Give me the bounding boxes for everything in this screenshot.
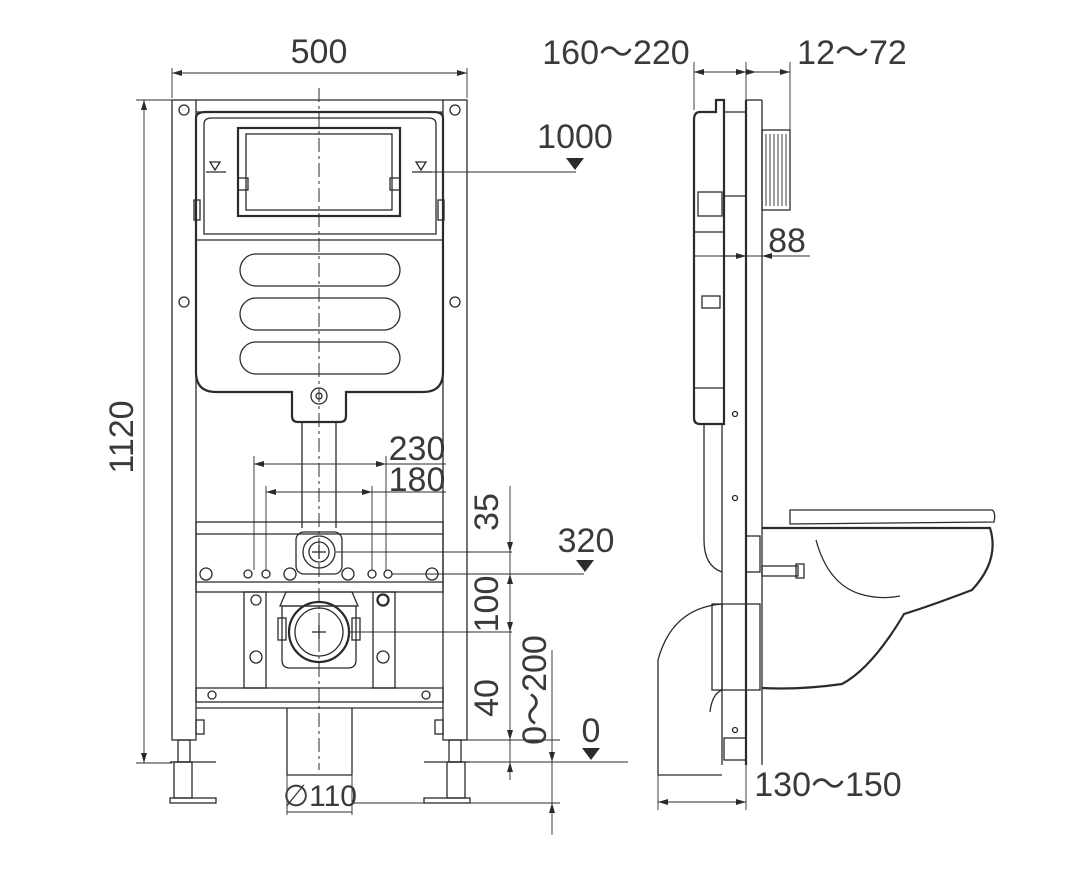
inlet-connector bbox=[745, 535, 805, 579]
dim-drain-diameter: ∅110 bbox=[283, 775, 357, 815]
side-view: 160～220 12～72 bbox=[542, 34, 996, 810]
dim-label-0: 0 bbox=[582, 712, 601, 750]
dim-label-1120: 1120 bbox=[103, 400, 141, 473]
dim-label-110: ∅110 bbox=[283, 780, 357, 813]
dim-label-0-200: 0～200 bbox=[516, 635, 554, 745]
dim-label-320: 320 bbox=[558, 522, 615, 560]
adjustable-feet bbox=[169, 739, 471, 804]
dim-frame-width: 500 bbox=[171, 33, 468, 98]
cistern-side bbox=[692, 98, 746, 734]
dim-frame-height: 1120 bbox=[103, 99, 172, 764]
front-view: 500 1120 bbox=[103, 33, 628, 835]
drain-pipe bbox=[286, 708, 353, 776]
flush-button-side bbox=[761, 129, 791, 211]
dim-plate-height: 1000 bbox=[414, 118, 613, 173]
toilet-bowl bbox=[761, 509, 996, 690]
drain-elbow bbox=[657, 603, 761, 776]
dim-label-88: 88 bbox=[768, 222, 806, 260]
dim-label-500: 500 bbox=[291, 33, 348, 71]
dim-label-180: 180 bbox=[389, 461, 446, 499]
dim-label-12-72: 12～72 bbox=[797, 34, 907, 72]
dim-plate-offset: 88 bbox=[694, 222, 810, 260]
dim-label-230: 230 bbox=[389, 430, 446, 468]
dim-label-35: 35 bbox=[468, 493, 506, 531]
frame-side bbox=[703, 424, 747, 765]
dim-bowl-projection: 130～150 bbox=[657, 765, 902, 810]
dim-label-40: 40 bbox=[468, 679, 506, 717]
dim-label-130-150: 130～150 bbox=[754, 766, 901, 804]
dim-outlet-spacing: 230 180 bbox=[253, 430, 446, 570]
dim-label-100: 100 bbox=[468, 576, 506, 633]
flush-pipe bbox=[301, 422, 337, 528]
dim-vertical-stack: 35 100 40 0～200 320 0 bbox=[336, 486, 628, 835]
dim-label-1000: 1000 bbox=[537, 118, 613, 156]
dim-depth-range: 160～220 12～72 bbox=[542, 34, 907, 130]
dim-label-160-220: 160～220 bbox=[542, 34, 689, 72]
